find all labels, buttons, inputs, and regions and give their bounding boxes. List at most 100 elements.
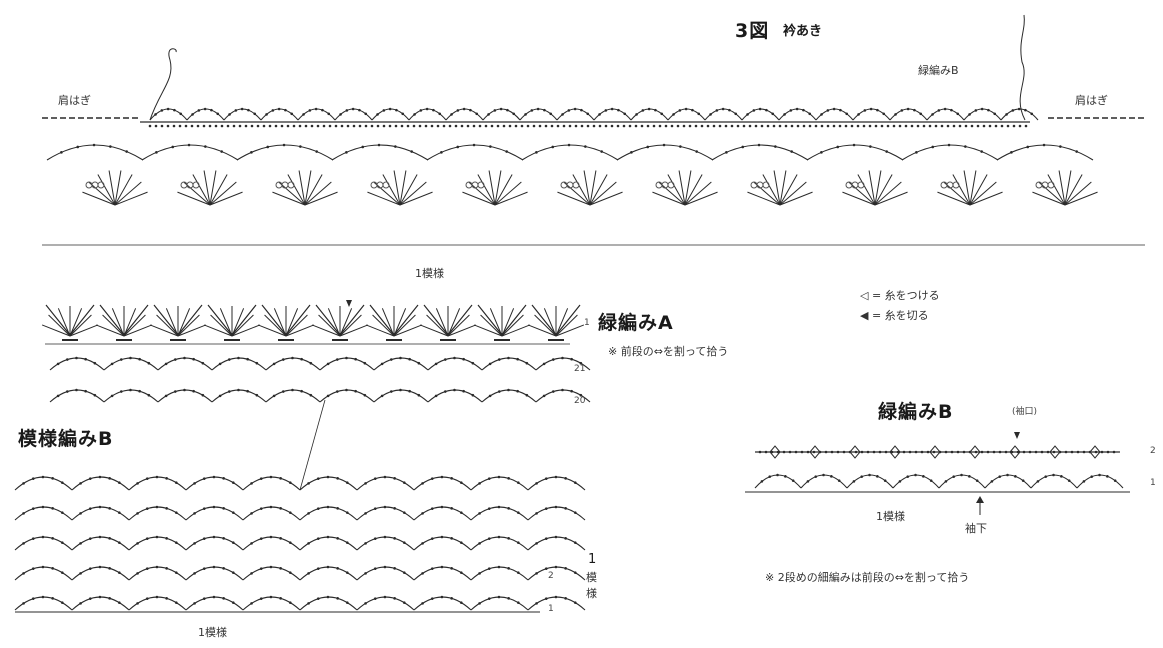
chain-dot <box>679 145 682 148</box>
chain-dot <box>315 150 318 153</box>
chain-dot <box>421 482 424 485</box>
chain-dot <box>222 567 225 570</box>
chain-dot <box>410 150 413 153</box>
neck-fan <box>1032 191 1066 206</box>
chain-dot <box>84 357 87 361</box>
chain-dot <box>931 145 935 149</box>
chain-dot <box>166 124 170 128</box>
chain-dot <box>682 124 686 128</box>
chain-dot <box>549 112 553 116</box>
chain-dot <box>478 572 481 575</box>
chain-dot <box>380 394 384 398</box>
neck-fan <box>477 174 496 206</box>
neck-fan <box>108 170 116 206</box>
chain-dot <box>475 112 479 116</box>
edging-a-fan <box>231 324 261 337</box>
chain-dot <box>377 143 381 147</box>
edging-a-fan <box>447 308 461 337</box>
chain-dot <box>517 481 520 484</box>
chain-dot <box>108 597 111 600</box>
chain-dot <box>354 357 357 361</box>
edging-a-fan <box>57 308 71 337</box>
chain-dot <box>646 124 650 128</box>
chain-dot <box>943 107 947 111</box>
pattern-b-side-repeat-3: 様 <box>586 587 597 600</box>
chain-dot <box>399 356 402 360</box>
pattern-b-chart <box>14 475 586 613</box>
chain-dot <box>408 357 411 361</box>
chain-dot <box>898 480 902 483</box>
chain-dot <box>118 481 121 484</box>
chain-dot <box>191 113 194 116</box>
chain-dot <box>771 112 775 116</box>
chain-dot <box>84 389 87 393</box>
chain-dot <box>259 537 263 540</box>
chain-dot <box>246 357 249 361</box>
chain-dot <box>155 505 159 509</box>
chain-dot <box>282 143 286 147</box>
chain-dot <box>291 388 294 392</box>
chain-dot <box>869 145 872 148</box>
chain-dot <box>974 109 978 112</box>
chain-dot <box>326 565 330 569</box>
neck-fan <box>857 174 876 206</box>
chain-dot <box>88 567 92 570</box>
edging-a-fan <box>219 308 233 337</box>
chain-dot <box>530 109 534 112</box>
chain-dot <box>1094 450 1098 454</box>
chain-dot <box>460 571 463 574</box>
chain-dot <box>326 505 330 509</box>
chain-dot <box>487 113 490 116</box>
chain-dot <box>192 357 195 361</box>
edging-a-note: ※ 前段の⇔を割って拾う <box>608 345 729 358</box>
chain-dot <box>136 572 139 575</box>
chain-dot <box>190 124 194 128</box>
chain-dot <box>232 511 235 514</box>
neck-fan <box>399 181 427 206</box>
chain-dot <box>554 475 558 479</box>
chain-dot <box>346 571 349 574</box>
chain-dot <box>363 393 367 397</box>
chain-dot <box>346 541 349 544</box>
chain-dot <box>175 511 178 514</box>
chain-dot <box>192 389 195 393</box>
chain-dot <box>31 567 35 570</box>
picot-stitch <box>952 181 960 189</box>
neck-fan <box>963 170 971 206</box>
chain-dot <box>56 362 60 366</box>
edging-a-fan <box>447 324 477 337</box>
chain-dot <box>802 108 805 112</box>
chain-dot <box>279 537 282 540</box>
chain-dot <box>41 505 45 509</box>
chain-dot <box>193 572 196 575</box>
edging-b-title: 緑編みB <box>878 401 954 423</box>
chain-dot <box>947 143 951 147</box>
chain-dot <box>904 124 908 128</box>
chain-dot <box>532 124 536 128</box>
chain-dot <box>752 109 756 112</box>
chain-dot <box>284 108 287 112</box>
chain-dot <box>346 601 349 604</box>
chain-dot <box>418 124 422 128</box>
picot-stitch <box>667 181 675 189</box>
chain-dot <box>326 362 330 366</box>
neck-fan <box>874 174 893 206</box>
chain-dot <box>434 394 438 398</box>
chain-dot <box>326 595 330 599</box>
chain-dot <box>279 477 282 480</box>
neck-fan <box>1047 174 1066 206</box>
chain-dot <box>256 124 260 128</box>
chain-dot <box>600 150 603 153</box>
neck-fan <box>684 191 718 206</box>
chain-dot <box>469 108 472 112</box>
chain-dot <box>108 507 111 510</box>
chain-dot <box>524 113 527 116</box>
chain-dot <box>394 145 397 148</box>
chain-dot <box>108 477 111 480</box>
chain-dot <box>234 109 238 112</box>
chain-dot <box>808 124 812 128</box>
chain-dot <box>421 572 424 575</box>
edging-a-fan <box>177 308 191 337</box>
neck-fan <box>177 191 211 206</box>
